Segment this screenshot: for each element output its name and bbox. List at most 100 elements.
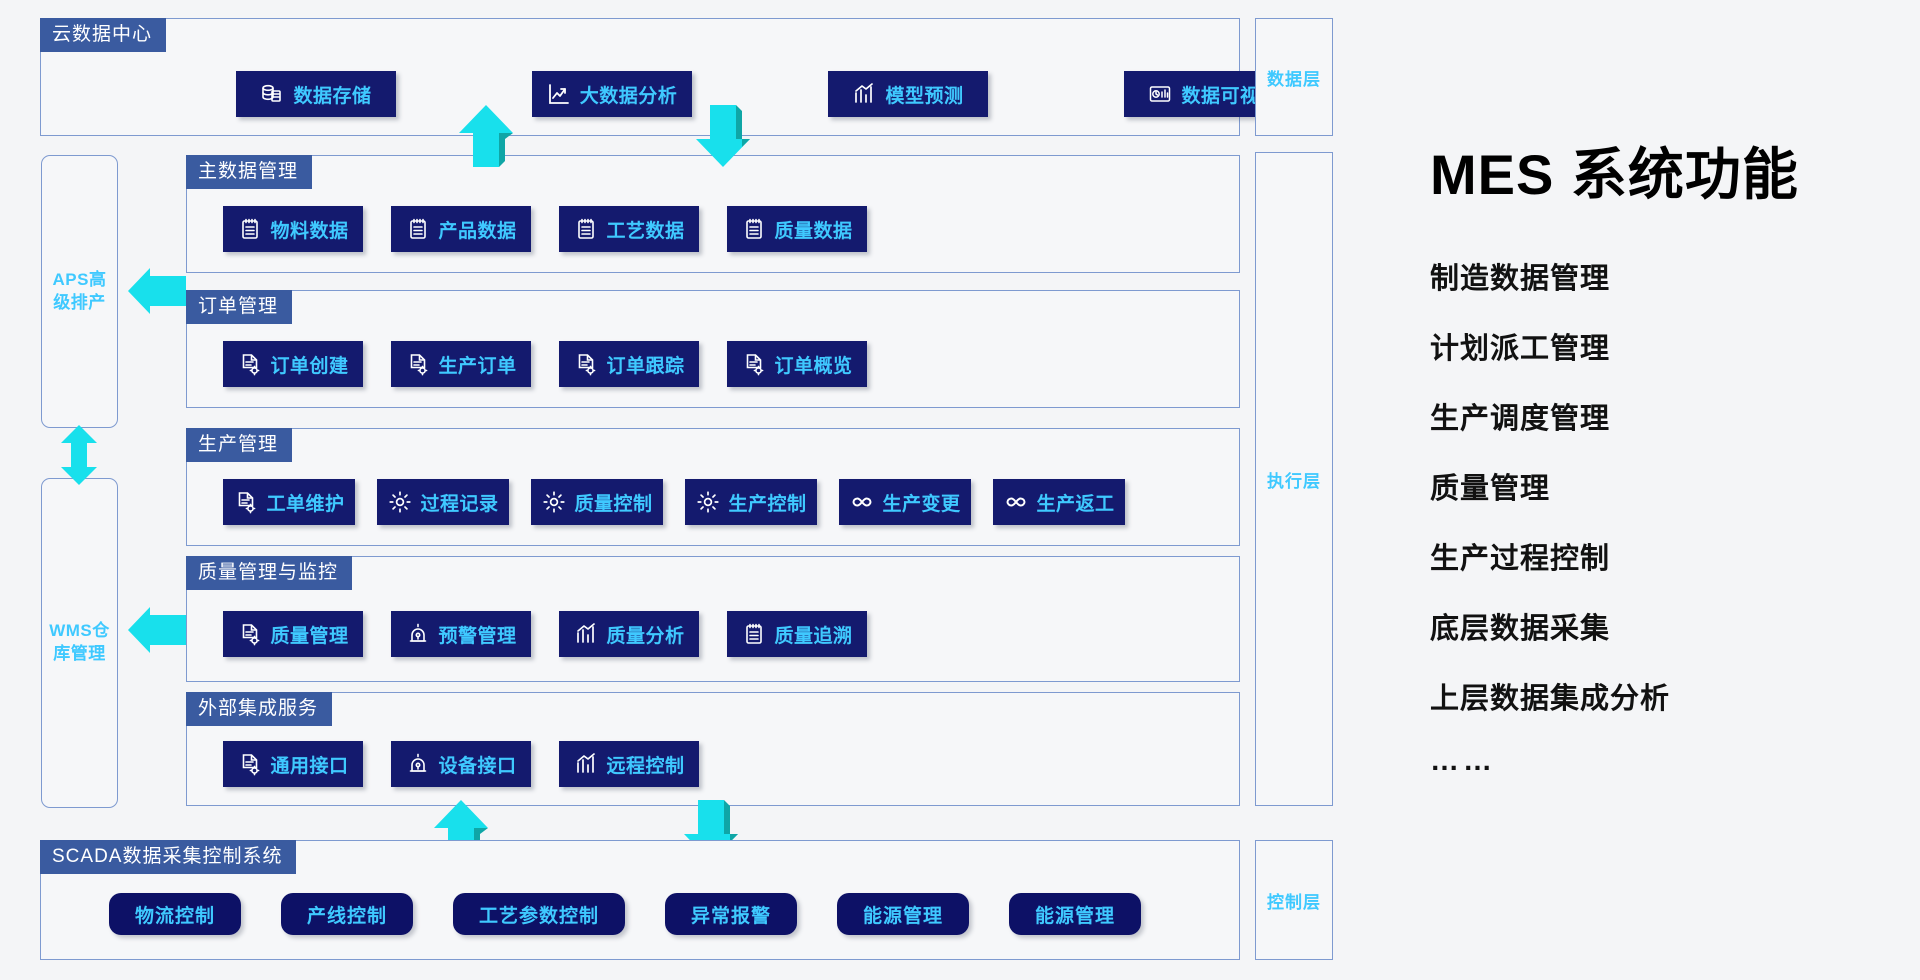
side-system-aps[interactable]: APS高级排产 [41, 155, 118, 428]
tile-process-record[interactable]: 过程记录 [377, 479, 509, 525]
clipboard-list-icon [238, 217, 262, 241]
tile-label: 订单创建 [270, 355, 349, 377]
pill-label: 能源管理 [862, 905, 943, 927]
side-system-label: WMS仓库管理 [49, 621, 110, 663]
tile-label: 生产变更 [882, 493, 961, 515]
group-tile-row: 质量管理 预警管理 [223, 611, 867, 657]
tile-label: 质量管理 [270, 625, 349, 647]
tile-order-tracking[interactable]: 订单跟踪 [559, 341, 699, 387]
group-external-integration: 外部集成服务 通用接口 [186, 692, 1240, 806]
tile-label: 预警管理 [438, 625, 517, 647]
cloud-data-center-panel: 云数据中心 数据存储 [40, 18, 1284, 136]
tile-order-create[interactable]: 订单创建 [223, 341, 363, 387]
layer-label-text: 数据层 [1267, 69, 1321, 89]
tile-production-order[interactable]: 生产订单 [391, 341, 531, 387]
tile-process-data[interactable]: 工艺数据 [559, 206, 699, 252]
feature-item-1: 计划派工管理 [1430, 333, 1611, 365]
side-system-label: APS高级排产 [52, 269, 107, 312]
chart-line-up-icon [547, 82, 571, 106]
tile-order-overview[interactable]: 订单概览 [727, 341, 867, 387]
pill-abnormal-alarm[interactable]: 异常报警 [665, 893, 797, 935]
tile-product-data[interactable]: 产品数据 [391, 206, 531, 252]
document-gear-icon [234, 490, 258, 514]
tile-data-storage[interactable]: 数据存储 [236, 71, 396, 117]
document-gear-icon [574, 352, 598, 376]
tile-quality-management[interactable]: 质量管理 [223, 611, 363, 657]
document-gear-icon [742, 352, 766, 376]
group-tile-row: 订单创建 生产订单 [223, 341, 867, 387]
group-master-data: 主数据管理 物料数据 [186, 155, 1240, 273]
tile-production-change[interactable]: 生产变更 [839, 479, 971, 525]
tile-remote-control[interactable]: 远程控制 [559, 741, 699, 787]
tile-label: 远程控制 [606, 755, 685, 777]
feature-item-3: 质量管理 [1430, 473, 1551, 505]
feature-item-5: 底层数据采集 [1430, 613, 1611, 645]
tile-label: 质量数据 [774, 220, 853, 242]
alarm-siren-icon [406, 752, 430, 776]
tile-label: 数据可视 [1181, 85, 1260, 107]
tile-quality-analysis[interactable]: 质量分析 [559, 611, 699, 657]
layer-label-data: 数据层 [1255, 18, 1333, 136]
tile-label: 设备接口 [438, 755, 517, 777]
gear-icon [542, 490, 566, 514]
tile-label: 生产返工 [1036, 493, 1115, 515]
tile-label: 产品数据 [438, 220, 517, 242]
arrow-aps-to-main [128, 268, 186, 314]
tile-label: 工艺数据 [606, 220, 685, 242]
bar-chart-trend-icon [574, 752, 598, 776]
tile-production-rework[interactable]: 生产返工 [993, 479, 1125, 525]
feature-item-2: 生产调度管理 [1430, 403, 1611, 435]
tile-label: 质量追溯 [774, 625, 853, 647]
pill-label: 异常报警 [690, 905, 771, 927]
tile-label: 数据存储 [293, 85, 372, 107]
tile-quality-traceability[interactable]: 质量追溯 [727, 611, 867, 657]
cloud-data-center-title: 云数据中心 [40, 18, 167, 52]
gear-icon [388, 490, 412, 514]
layer-label-text: 执行层 [1267, 471, 1321, 491]
group-quality-monitoring: 质量管理与监控 质量管理 [186, 556, 1240, 682]
bar-chart-trend-icon [574, 622, 598, 646]
tile-label: 订单概览 [774, 355, 853, 377]
group-tile-row: 通用接口 设备接口 [223, 741, 699, 787]
pill-production-line-control[interactable]: 产线控制 [281, 893, 413, 935]
group-tile-row: 工单维护 过程记录 质量控制 [223, 479, 1125, 525]
dashboard-monitor-icon [1148, 82, 1172, 106]
scada-title: SCADA数据采集控制系统 [40, 840, 297, 874]
tile-label: 大数据分析 [579, 85, 678, 107]
document-gear-icon [238, 752, 262, 776]
tile-general-interface[interactable]: 通用接口 [223, 741, 363, 787]
pill-logistics-control[interactable]: 物流控制 [109, 893, 241, 935]
arrow-mes-to-cloud-up [455, 105, 517, 167]
feature-item-0: 制造数据管理 [1430, 263, 1611, 295]
tile-label: 生产订单 [438, 355, 517, 377]
pill-energy-management-2[interactable]: 能源管理 [1009, 893, 1141, 935]
alarm-siren-icon [406, 622, 430, 646]
pill-label: 产线控制 [306, 905, 387, 927]
bar-chart-trend-icon [852, 82, 876, 106]
tile-work-order-maintenance[interactable]: 工单维护 [223, 479, 355, 525]
tile-material-data[interactable]: 物料数据 [223, 206, 363, 252]
clipboard-list-icon [742, 622, 766, 646]
pill-label: 工艺参数控制 [478, 905, 599, 927]
database-icon [260, 82, 284, 106]
tile-model-prediction[interactable]: 模型预测 [828, 71, 988, 117]
pill-energy-management-1[interactable]: 能源管理 [837, 893, 969, 935]
layer-label-text: 控制层 [1267, 892, 1321, 912]
tile-big-data-analysis[interactable]: 大数据分析 [532, 71, 692, 117]
tile-quality-data[interactable]: 质量数据 [727, 206, 867, 252]
clipboard-list-icon [406, 217, 430, 241]
group-tile-row: 物料数据 产品数据 [223, 206, 867, 252]
side-system-wms[interactable]: WMS仓库管理 [41, 478, 118, 808]
group-title: 生产管理 [186, 428, 293, 462]
scada-pill-row: 物流控制 产线控制 工艺参数控制 异常报警 能源管理 能源管理 [109, 893, 1141, 935]
pill-label: 能源管理 [1034, 905, 1115, 927]
infinity-icon [850, 490, 874, 514]
tile-device-interface[interactable]: 设备接口 [391, 741, 531, 787]
layer-label-execution: 执行层 [1255, 152, 1333, 806]
cloud-tile-row: 数据存储 大数据分析 [236, 71, 1284, 117]
tile-production-control[interactable]: 生产控制 [685, 479, 817, 525]
pill-process-parameter-control[interactable]: 工艺参数控制 [453, 893, 625, 935]
tile-alarm-management[interactable]: 预警管理 [391, 611, 531, 657]
arrow-wms-to-main [128, 607, 186, 653]
tile-quality-control[interactable]: 质量控制 [531, 479, 663, 525]
